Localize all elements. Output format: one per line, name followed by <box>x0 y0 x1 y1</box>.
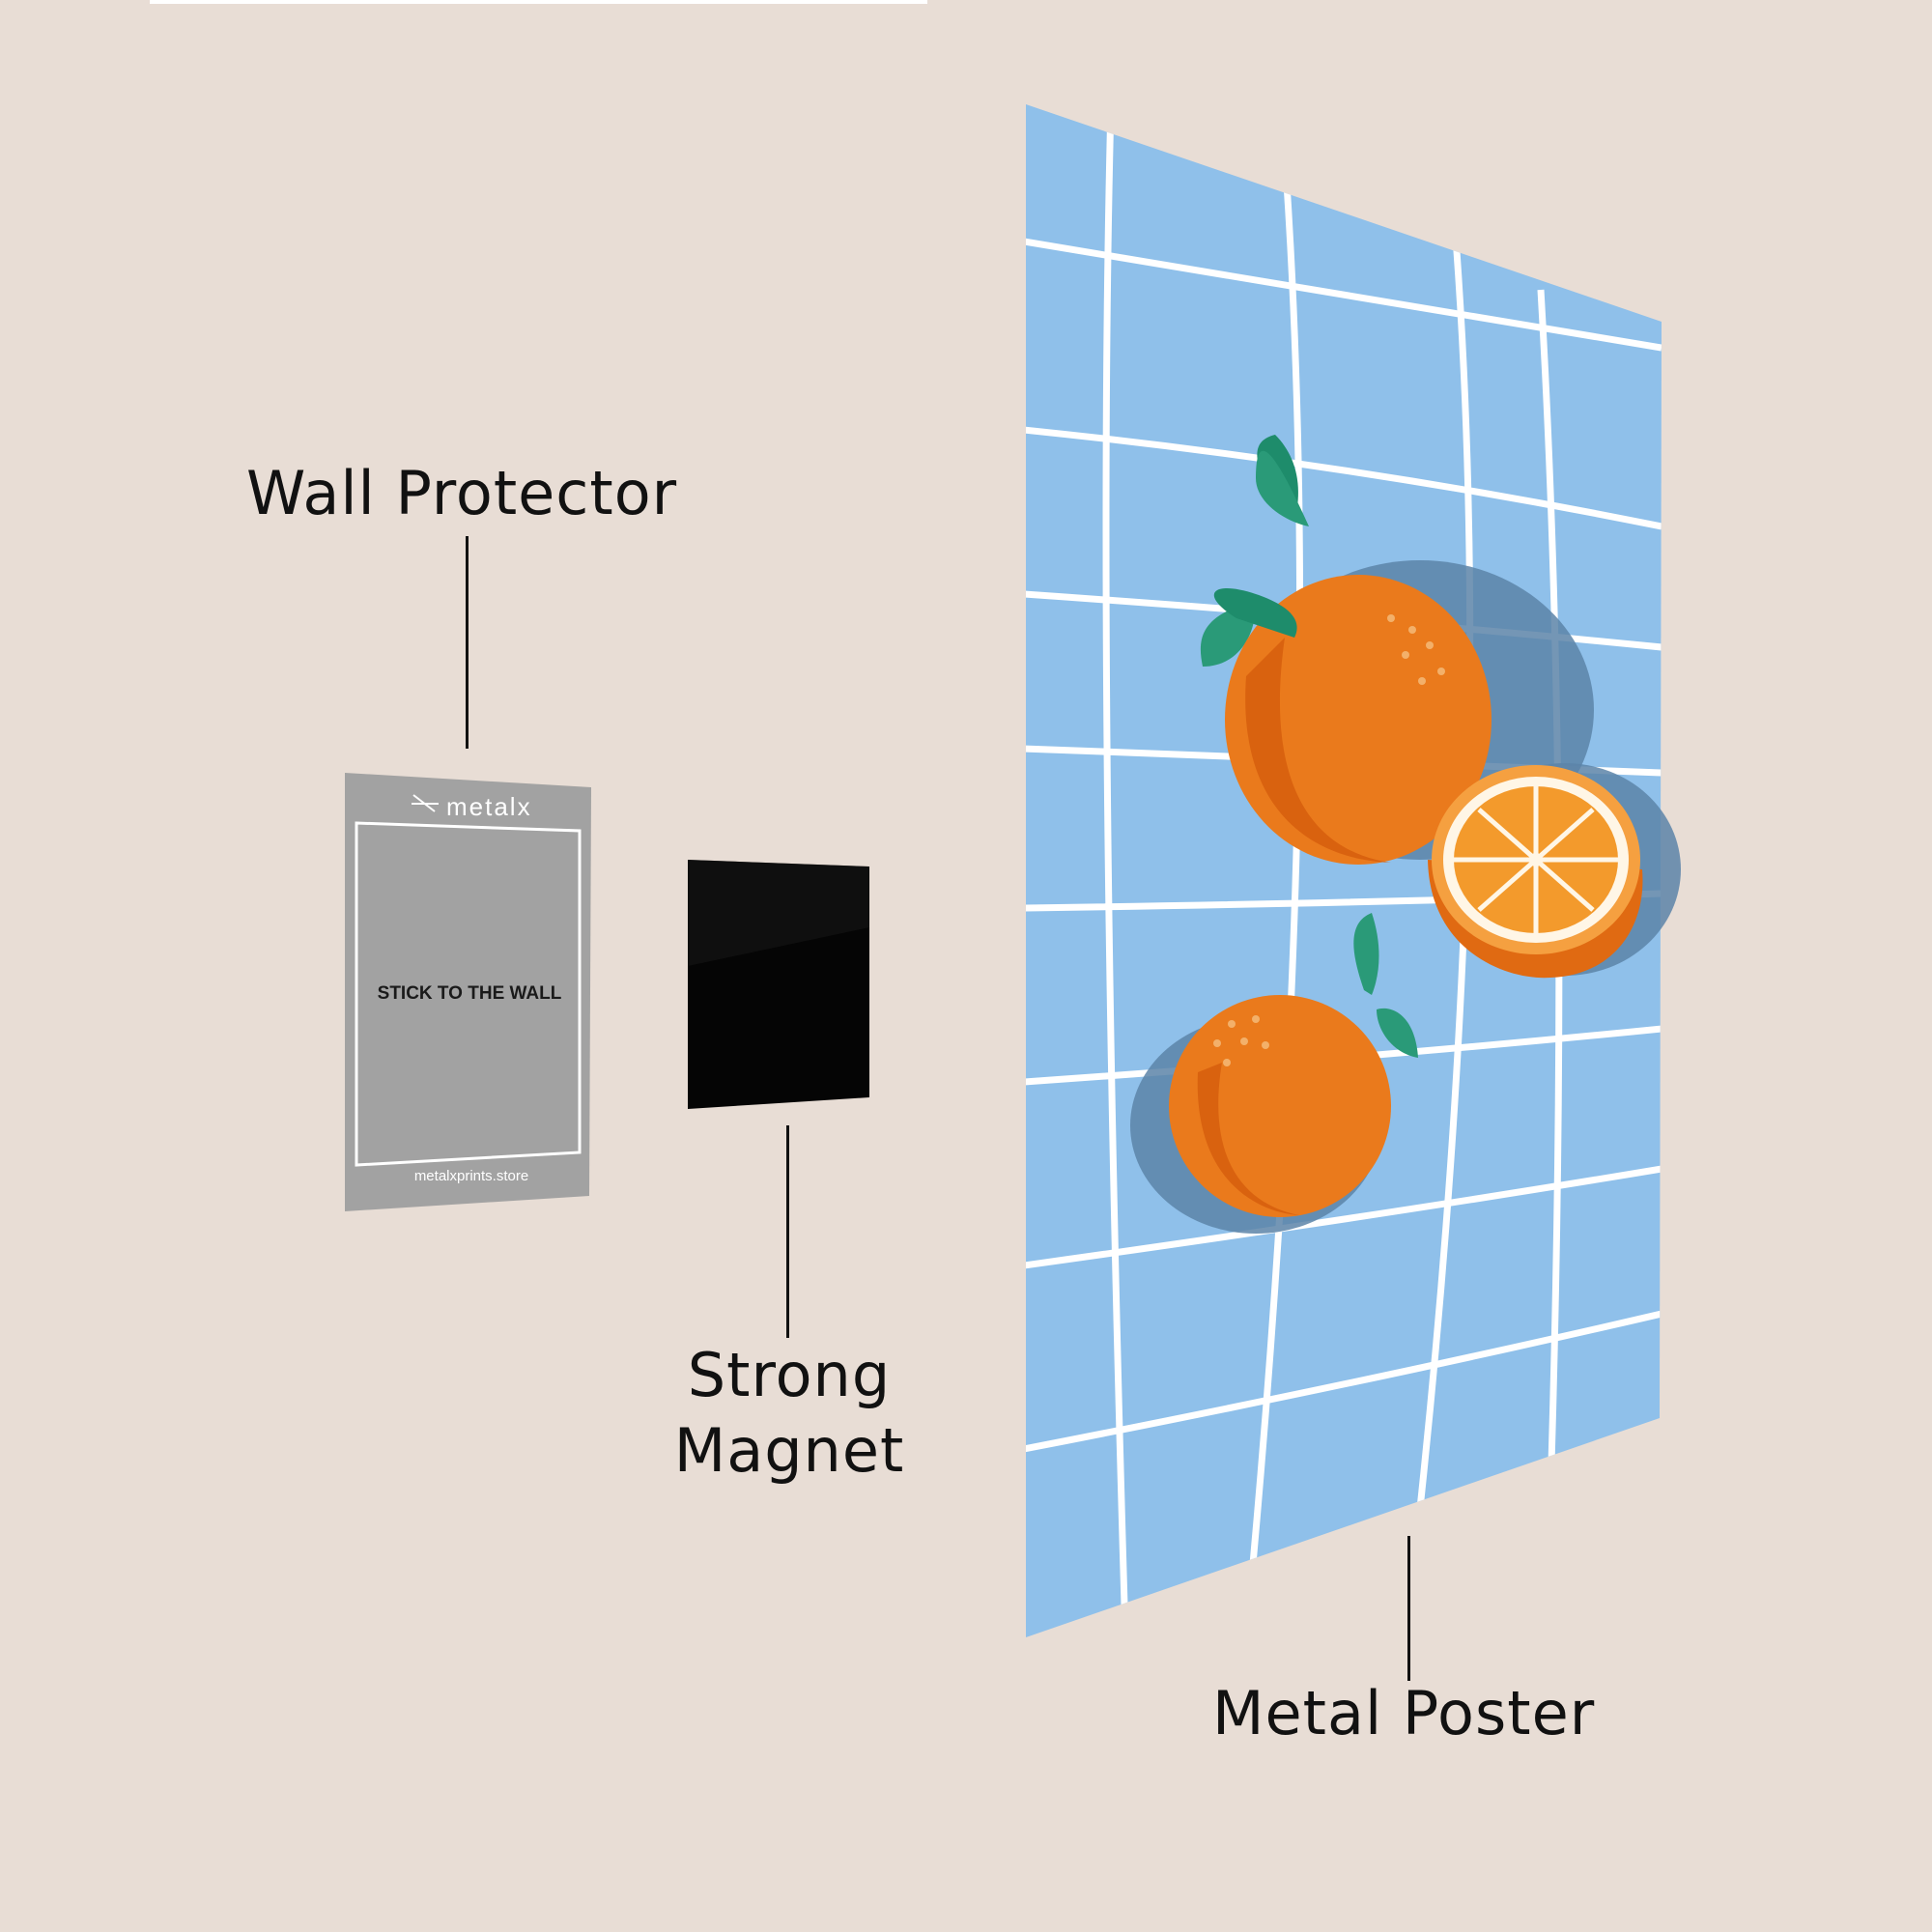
wall-protector-leader-line <box>466 536 469 749</box>
poster-tiles <box>1026 104 1662 1637</box>
orange-shade <box>1197 1063 1299 1215</box>
orange-bottom <box>1130 913 1418 1234</box>
metal-poster-leader-line <box>1407 1536 1410 1681</box>
metalx-logo-icon <box>412 794 439 812</box>
leaf-icon <box>1353 913 1379 995</box>
protector-brand: metalx <box>446 792 532 821</box>
metal-poster-label: Metal Poster <box>1212 1678 1596 1748</box>
protector-frame <box>355 821 582 1167</box>
orange-half <box>1428 763 1681 979</box>
strong-magnet <box>688 860 869 1109</box>
poster-grid <box>1026 104 1662 1637</box>
leaf-icon <box>1377 1008 1418 1058</box>
orange-half-segments <box>1454 786 1618 933</box>
wall-protector: metalx STICK TO THE WALL metalxprints.st… <box>345 773 591 1211</box>
protector-instruction: STICK TO THE WALL <box>378 983 562 1004</box>
orange-shade <box>1245 638 1391 863</box>
wall-protector-label: Wall Protector <box>246 458 678 528</box>
metal-poster <box>1026 104 1681 1637</box>
leaf-icon <box>1213 588 1297 638</box>
strong-magnet-label: Strong Magnet <box>673 1340 905 1486</box>
magnet-sheen <box>688 860 869 966</box>
top-edge-strip <box>150 0 927 4</box>
leaf-icon <box>1256 450 1309 526</box>
protector-url: metalxprints.store <box>414 1168 528 1184</box>
protector-plate <box>345 773 591 1211</box>
strong-magnet-leader-line <box>786 1125 789 1338</box>
